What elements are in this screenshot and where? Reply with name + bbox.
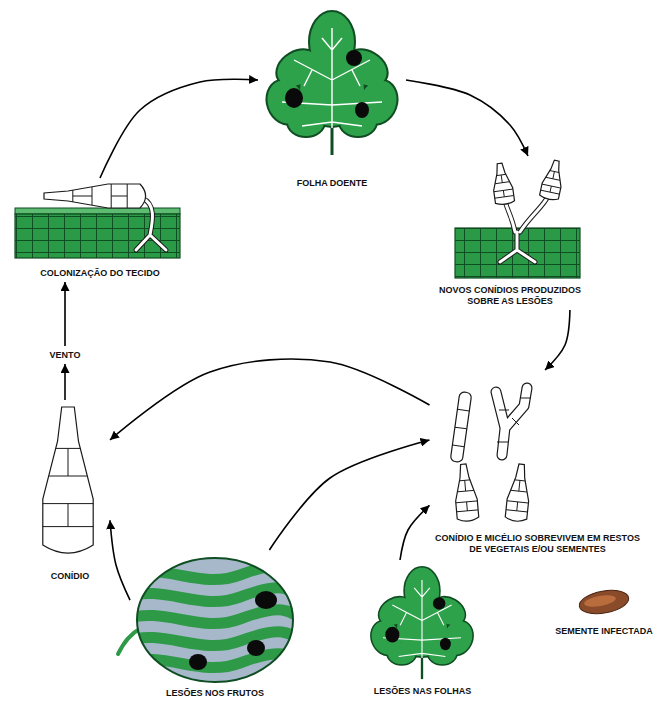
cycle-arrow <box>406 80 528 156</box>
cycle-arrow <box>110 520 130 600</box>
stage-label: CONÍDIO E MICÉLIO SOBREVIVEM EM RESTOS D… <box>433 533 643 556</box>
stage-label: COLONIZAÇÃO DO TECIDO <box>40 268 160 279</box>
stage-label: NOVOS CONÍDIOS PRODUZIDOS SOBRE AS LESÕE… <box>424 285 596 308</box>
conidium <box>43 407 93 553</box>
stage-label: LESÕES NOS FRUTOS <box>166 688 264 699</box>
stage-node: CONÍDIO E MICÉLIO SOBREVIVEM EM RESTOS D… <box>430 370 646 558</box>
stage-label: FOLHA DOENTE <box>297 178 368 189</box>
stage-node: FOLHA DOENTE <box>258 0 406 192</box>
tissue-colonization <box>15 184 180 258</box>
cycle-arrow <box>110 359 430 440</box>
cycle-arrow <box>269 440 429 550</box>
stage-label: VENTO <box>50 350 81 361</box>
cycle-arrow <box>64 364 66 400</box>
cycle-arrow <box>545 310 570 370</box>
stage-node: LESÕES NOS FRUTOS <box>130 550 300 702</box>
stage-node: VENTO <box>40 346 90 364</box>
cycle-arrow <box>100 79 258 178</box>
stage-node: SEMENTE INFECTADA <box>545 584 663 640</box>
stage-label: LESÕES NAS FOLHAS <box>374 686 472 697</box>
stage-node: COLONIZAÇÃO DO TECIDO <box>10 178 190 282</box>
stage-node: LESÕES NAS FOLHAS <box>360 560 485 700</box>
stage-label: SEMENTE INFECTADA <box>555 626 652 637</box>
stage-label: CONÍDIO <box>51 571 90 582</box>
sporulating-tissue <box>455 159 580 278</box>
stage-node: NOVOS CONÍDIOS PRODUZIDOS SOBRE AS LESÕE… <box>420 156 600 310</box>
surviving-spores <box>450 388 532 522</box>
watermelon-fruit <box>118 558 305 682</box>
lesioned-leaf <box>367 568 477 680</box>
cycle-arrow <box>64 282 66 346</box>
stage-node: CONÍDIO <box>30 400 110 585</box>
infected-seed <box>577 587 630 617</box>
cycle-arrow <box>400 505 430 560</box>
diseased-leaf <box>262 12 403 155</box>
